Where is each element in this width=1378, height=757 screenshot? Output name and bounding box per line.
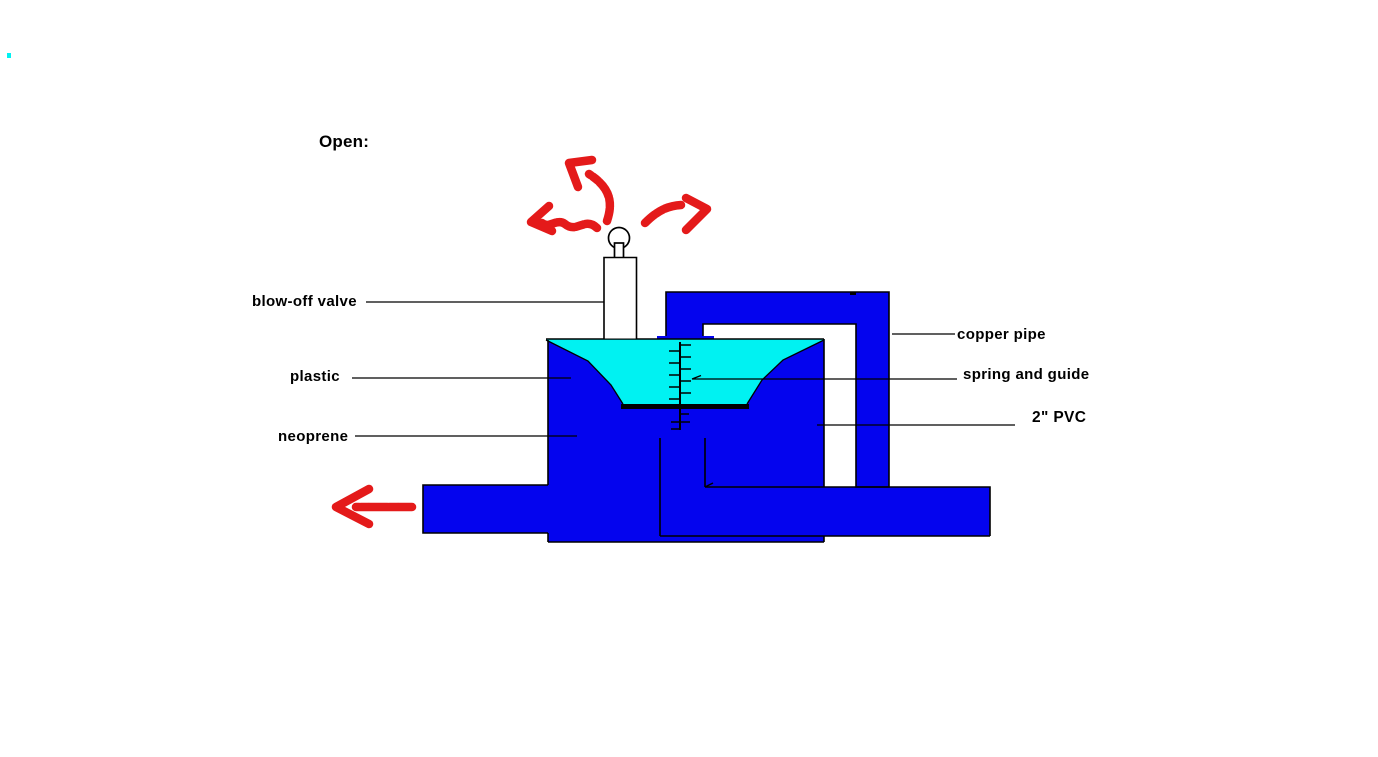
leader-spring-and-guide — [691, 374, 957, 380]
outlet-channel-lines — [660, 486, 991, 537]
spring-guide — [669, 342, 691, 430]
label-copper-pipe: copper pipe — [957, 326, 1046, 343]
label-spring-and-guide: spring and guide — [963, 366, 1089, 383]
label-neoprene: neoprene — [278, 428, 348, 445]
steam-arrows — [526, 155, 712, 236]
spring-coils — [669, 344, 691, 430]
label-pvc-size: 2" PVC — [1032, 409, 1086, 426]
inner-channel-lines — [659, 438, 706, 536]
valve-body-outline — [603, 256, 638, 339]
inlet-pipe-left — [423, 485, 549, 533]
steam-arrow-up-head — [564, 155, 597, 192]
flow-arrow-left — [331, 484, 417, 529]
inlet-pipe-outline — [422, 484, 548, 534]
funnel-plastic — [546, 339, 824, 404]
steam-arrow-left-head — [526, 201, 557, 236]
steam-arrow-right-shaft — [640, 200, 686, 228]
channel-arrow-tick — [704, 482, 714, 488]
stray-mark — [7, 53, 11, 58]
label-plastic: plastic — [290, 368, 340, 385]
steam-arrow-left-shaft — [537, 217, 602, 233]
valve-body-fill — [604, 257, 637, 339]
label-blow-off-valve: blow-off valve — [252, 293, 357, 310]
funnel-slope-lines — [545, 339, 825, 405]
flow-arrow-left-head — [331, 484, 374, 529]
main-body-outline — [547, 339, 825, 543]
steam-arrow-up-shaft — [584, 169, 615, 226]
pipe-notch — [850, 292, 856, 295]
page-title: Open: — [319, 132, 369, 151]
outlet-pipe-right — [824, 487, 990, 536]
steam-arrow-right-head — [681, 193, 712, 235]
neoprene-seal — [621, 404, 749, 409]
valve-stem — [613, 242, 625, 259]
